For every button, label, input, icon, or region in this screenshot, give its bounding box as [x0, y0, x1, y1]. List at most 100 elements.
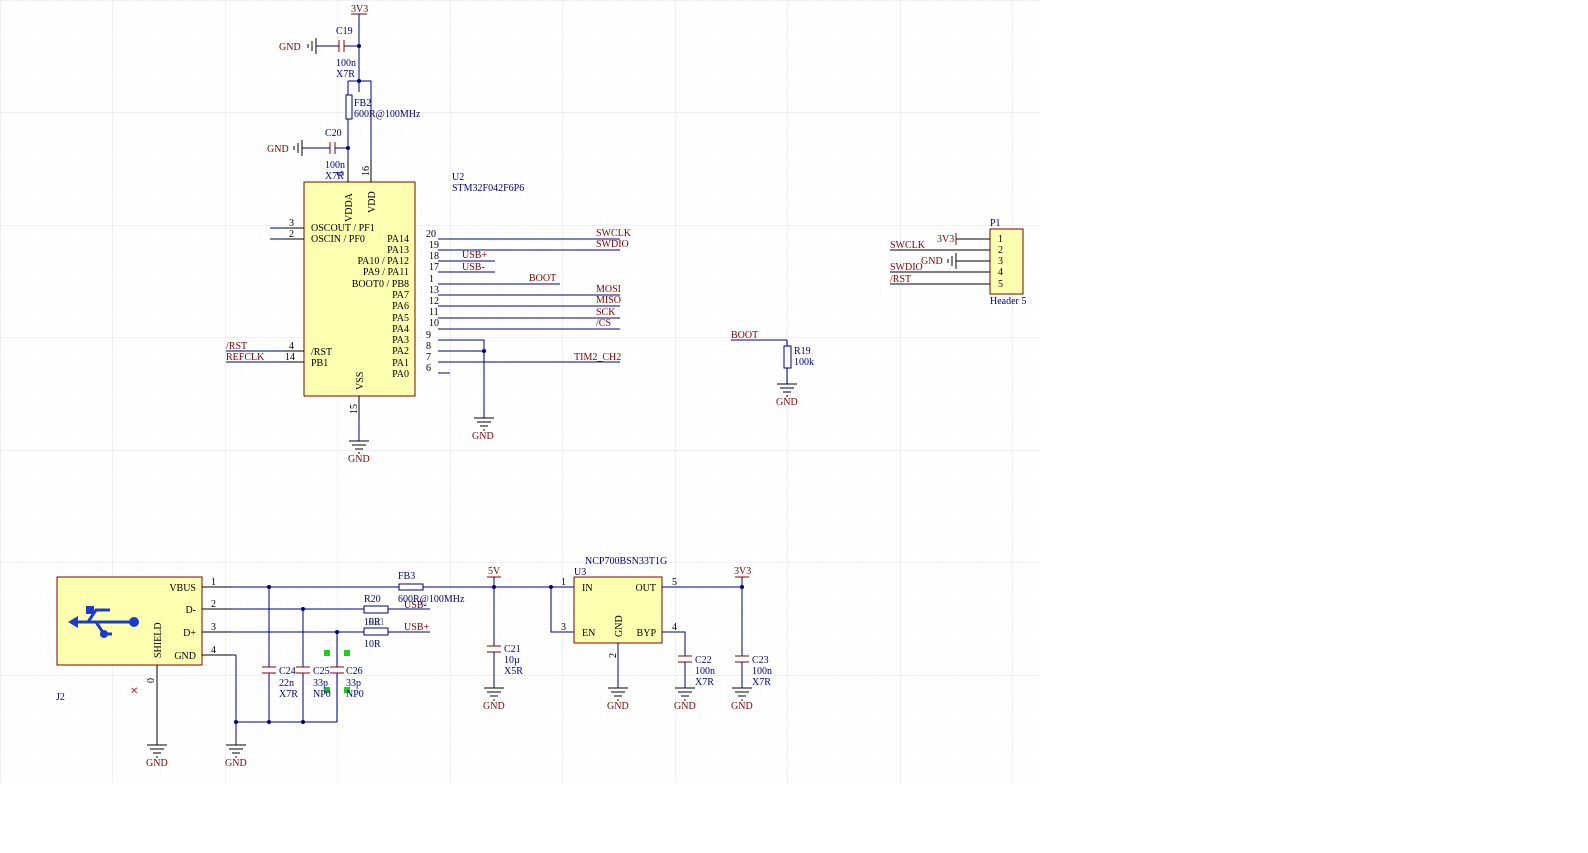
c25-value: 33p: [313, 678, 328, 689]
u2-pinnum-6: 6: [426, 363, 431, 374]
u3-ldo[interactable]: NCP700BSN33T1G U3 IN EN GND OUT BYP 1 3 …: [561, 556, 677, 712]
u2-pinnum-10: 10: [429, 318, 439, 329]
c26-type: NP0: [346, 689, 364, 700]
fb3-value: 600R@100MHz: [398, 594, 465, 605]
u2-pinnum-17: 17: [429, 262, 439, 273]
svg-text:BYP: BYP: [637, 628, 657, 639]
svg-text:GND: GND: [225, 758, 247, 769]
svg-text:SWDIO: SWDIO: [890, 262, 923, 273]
u2-pin-pa0: PA0: [392, 369, 409, 380]
svg-text:1: 1: [998, 234, 1003, 245]
svg-text:4: 4: [211, 645, 216, 656]
u2-pinnum-12: 12: [429, 296, 439, 307]
u2-mcu[interactable]: U2 STM32F042F6P6 VDDA VDD 5 16 VSS 15 OS…: [283, 160, 524, 420]
r19-value: 100k: [794, 357, 814, 368]
schematic-canvas: U2 STM32F042F6P6 VDDA VDD 5 16 VSS 15 OS…: [0, 0, 1040, 783]
svg-text:GND: GND: [731, 701, 753, 712]
c21-value: 10µ: [504, 655, 520, 666]
u2-pin-rst: /RST: [311, 347, 332, 358]
c26-ref: C26: [346, 666, 363, 677]
r20-ref: R20: [364, 594, 381, 605]
u3-ref: U3: [574, 567, 586, 578]
p1-header[interactable]: P1 Header 5 1 2 3 4 5 3V3 GND SWCLK SWDI…: [890, 218, 1026, 307]
svg-text:GND: GND: [607, 701, 629, 712]
u2-pinnum-5: 5: [336, 171, 347, 176]
net-mosi: MOSI: [596, 284, 621, 295]
svg-text:OUT: OUT: [635, 583, 656, 594]
fb2-value: 600R@100MHz: [354, 109, 421, 120]
u2-power-section: 3V3 GND C19 100n X7R FB2 600R@100MHz GND…: [267, 4, 421, 182]
c23-ref: C23: [752, 655, 769, 666]
r21-ref: R21: [368, 617, 385, 628]
u2-pinnum-1: 1: [429, 274, 434, 285]
net-refclk: REFCLK: [226, 352, 265, 363]
c24-type: X7R: [279, 689, 298, 700]
u2-pin-pa7: PA7: [392, 290, 409, 301]
u2-pin-pa6: PA6: [392, 301, 409, 312]
u2-pinnum-9: 9: [426, 330, 431, 341]
u2-pin-pa14: PA14: [387, 234, 409, 245]
svg-text:2: 2: [211, 599, 216, 610]
svg-text:0: 0: [146, 678, 157, 683]
svg-text:3V3: 3V3: [734, 566, 751, 577]
u2-pinnum-14: 14: [285, 352, 295, 363]
svg-text:5: 5: [672, 577, 677, 588]
net-sck: SCK: [596, 307, 616, 318]
svg-text:2: 2: [998, 245, 1003, 256]
net-boot: BOOT: [529, 273, 556, 284]
c19-ref: C19: [336, 26, 353, 37]
svg-text:3: 3: [561, 622, 566, 633]
c21-ref: C21: [504, 644, 521, 655]
svg-text:5V: 5V: [488, 566, 501, 577]
u2-pinnum-7: 7: [426, 352, 431, 363]
svg-text:1: 1: [561, 577, 566, 588]
u2-pinnum-11: 11: [429, 307, 439, 318]
r20-value: 10R: [364, 617, 381, 628]
u3-part: NCP700BSN33T1G: [585, 556, 667, 567]
svg-text:GND: GND: [614, 615, 625, 637]
r19-ref: R19: [794, 346, 811, 357]
u2-pin-vss: VSS: [355, 372, 366, 390]
net-cs: /CS: [596, 318, 611, 329]
svg-text:GND: GND: [348, 454, 370, 465]
j2-usb-connector[interactable]: VBUS D- D+ GND SHIELD 1 2 3 4 0 ✕ J2 GND: [56, 576, 232, 769]
u2-pinnum-2: 2: [289, 229, 294, 240]
u2-pinnum-8: 8: [426, 341, 431, 352]
p1-part: Header 5: [990, 296, 1026, 307]
svg-text:2: 2: [608, 653, 619, 658]
svg-text:GND: GND: [472, 431, 494, 442]
svg-text:GND: GND: [483, 701, 505, 712]
c23-type: X7R: [752, 677, 771, 688]
net-miso: MISO: [596, 295, 621, 306]
fb2-ref: FB2: [354, 98, 371, 109]
r19-boot-pulldown[interactable]: BOOT R19 100k GND: [731, 330, 814, 408]
fb3-ref: FB3: [398, 571, 415, 582]
u2-pin-pa3: PA3: [392, 335, 409, 346]
net-rst: /RST: [226, 341, 247, 352]
gnd-symbol-pa3: GND: [472, 417, 494, 442]
u2-pin-boot0: BOOT0 / PB8: [352, 279, 409, 290]
svg-text:1: 1: [211, 577, 216, 588]
svg-text:SWCLK: SWCLK: [890, 240, 926, 251]
net-usb-minus: USB-: [462, 262, 485, 273]
u2-pin-vdda: VDDA: [344, 192, 355, 222]
fb2-body[interactable]: [345, 94, 353, 120]
c24-value: 22n: [279, 678, 294, 689]
c19-type: X7R: [336, 69, 355, 80]
u2-pin-pa4: PA4: [392, 324, 409, 335]
svg-text:EN: EN: [582, 628, 595, 639]
u2-nets: SWCLK SWDIO USB+ USB- BOOT MOSI MISO SCK…: [226, 227, 632, 418]
c20-ref: C20: [325, 128, 342, 139]
r21-value: 10R: [364, 639, 381, 650]
u2-pinnum-20: 20: [426, 229, 436, 240]
c23-value: 100n: [752, 666, 772, 677]
svg-text:D+: D+: [183, 628, 196, 639]
c22-ref: C22: [695, 655, 712, 666]
svg-text:SHIELD: SHIELD: [153, 622, 164, 658]
c26-value: 33p: [346, 678, 361, 689]
no-connect-icon: ✕: [130, 686, 138, 697]
net-usb-plus: USB+: [462, 250, 487, 261]
svg-text:VBUS: VBUS: [169, 583, 196, 594]
usb-nets: C24 22n X7R C25 33p NP0 C26 33p NP0 GND …: [225, 571, 574, 769]
u2-pinnum-15: 15: [349, 404, 360, 414]
